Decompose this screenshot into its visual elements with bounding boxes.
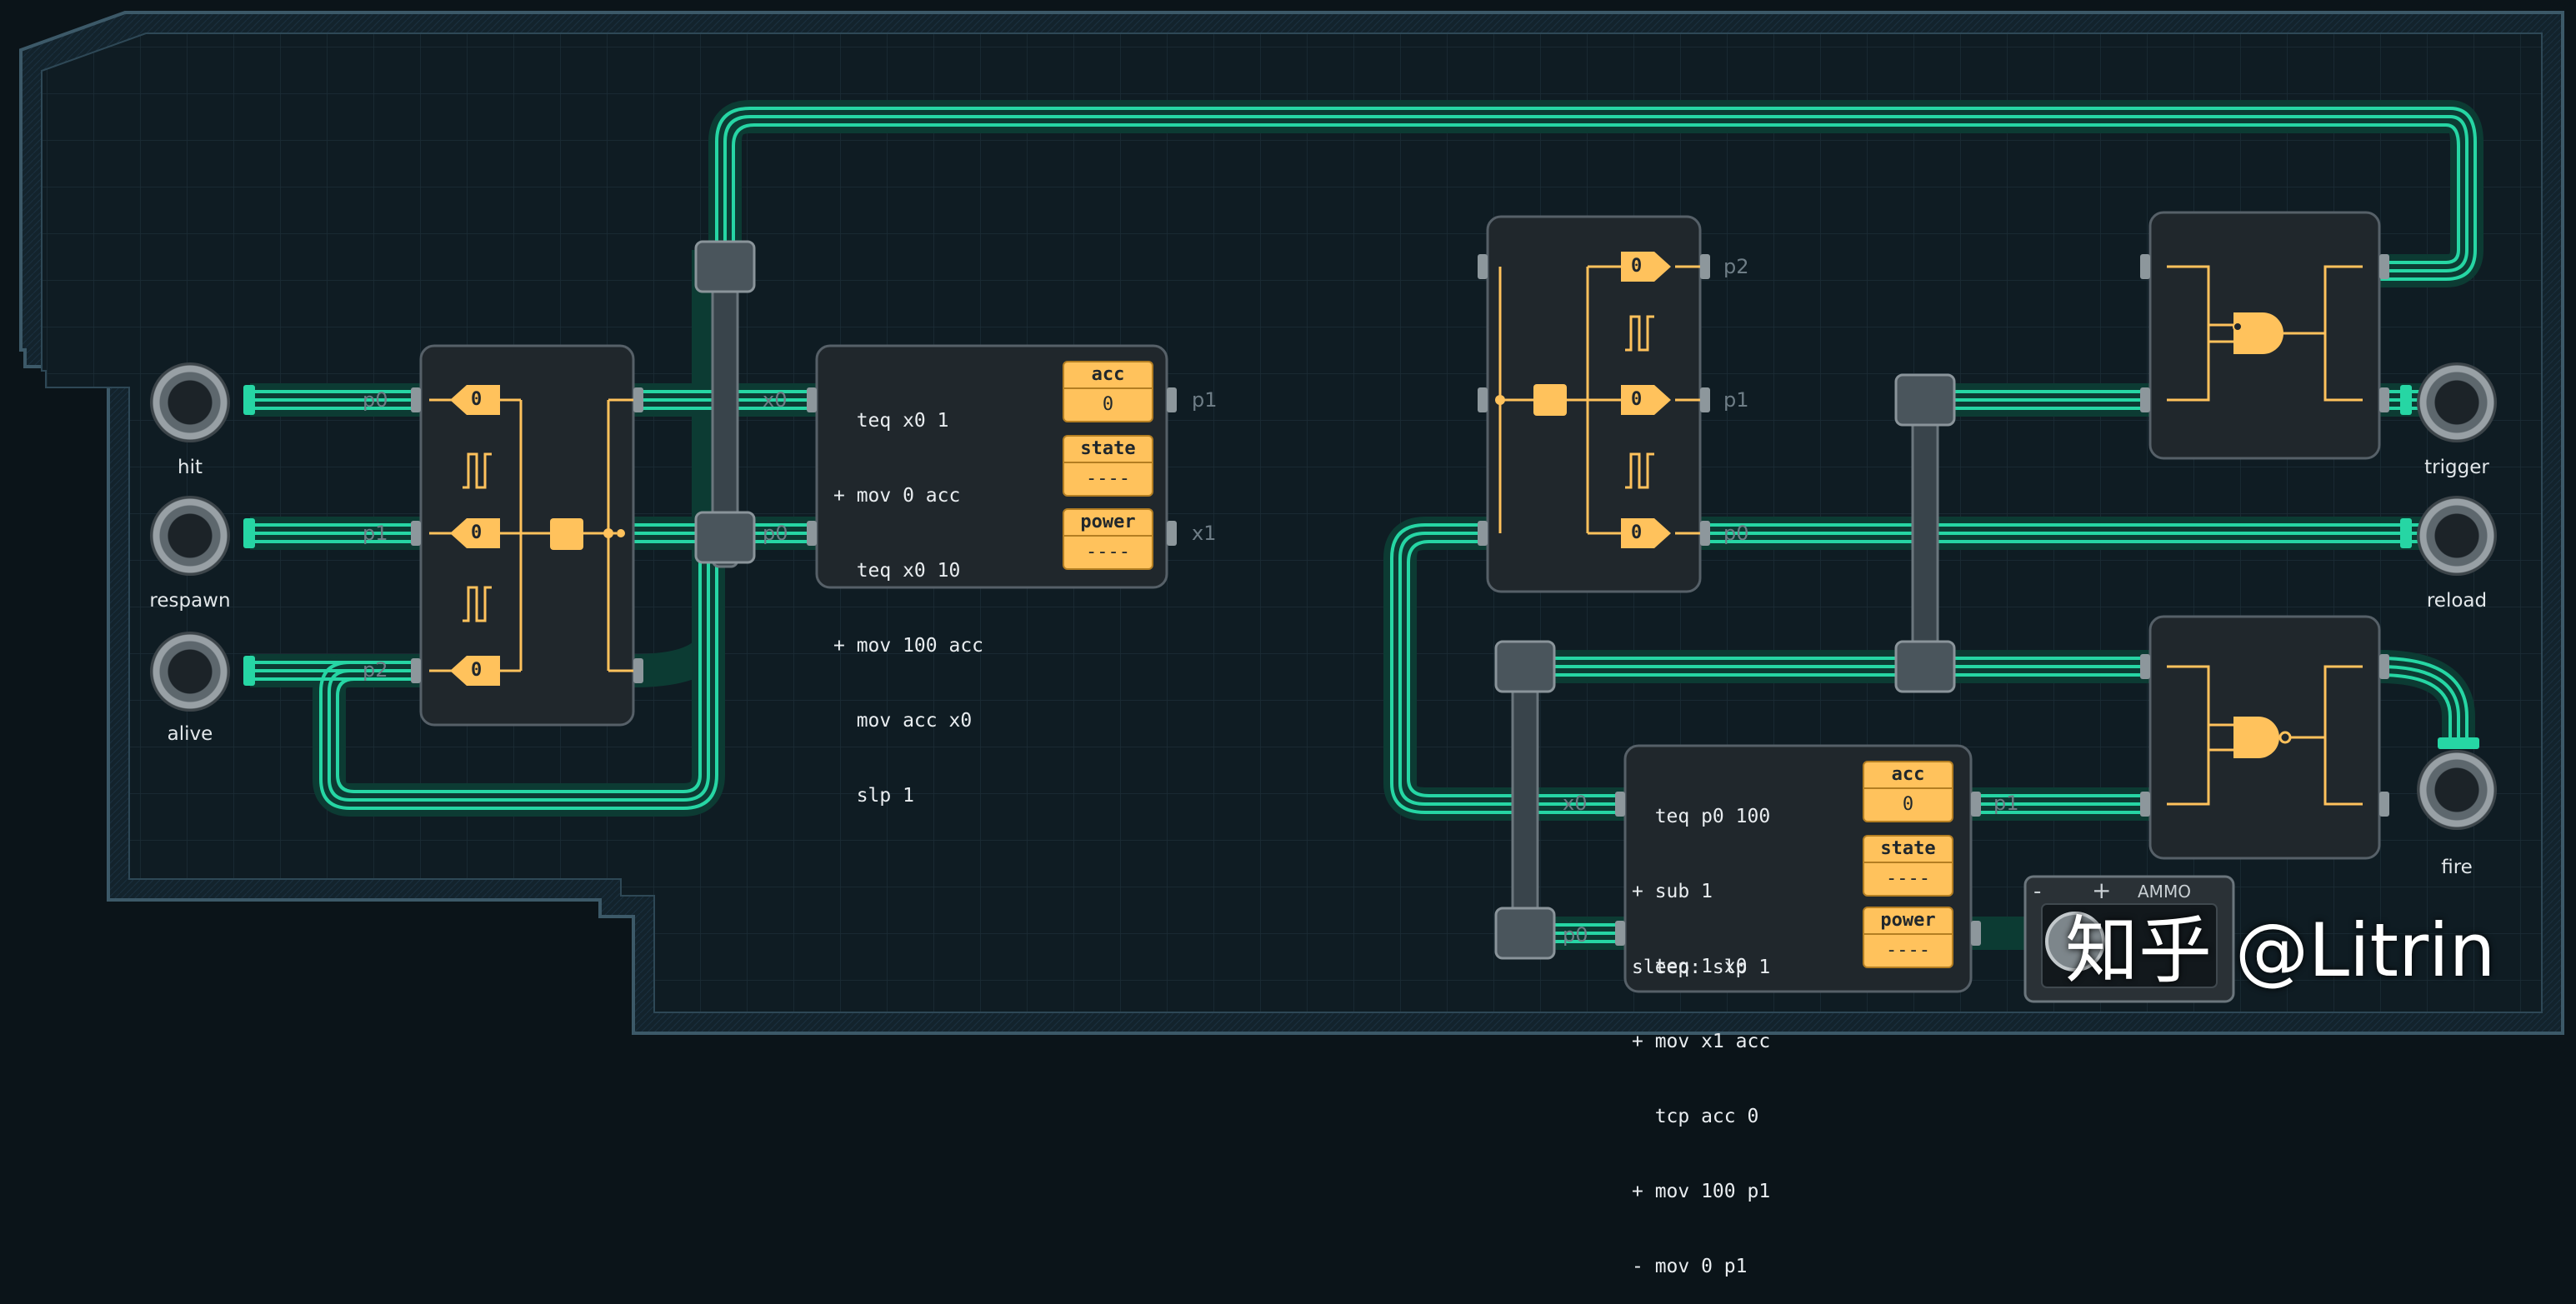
hit-port[interactable]: [150, 362, 230, 442]
mc1-code-line: slp 1: [833, 785, 914, 807]
mc2-code-line: teq p0 100: [1632, 806, 1771, 827]
controller1-pin-p0: p0: [363, 388, 388, 412]
controller2-const-2: 0: [1631, 522, 1643, 543]
ammo-label: AMMO: [2138, 882, 2191, 902]
pulse-icon: [1625, 315, 1654, 352]
mc1-register-state: state ----: [1063, 435, 1153, 497]
fire-port[interactable]: [2417, 750, 2497, 830]
constant-icon: [1621, 518, 1671, 548]
controller-1-chip: [419, 344, 635, 727]
hit-port-label: hit: [178, 457, 203, 478]
reload-port[interactable]: [2417, 496, 2497, 576]
ammo-minus-button[interactable]: -: [2033, 879, 2042, 904]
mc2-register-power: power ----: [1863, 907, 1953, 968]
mc2-code-line: + mov x1 acc: [1632, 1031, 1771, 1052]
nand-gate-chip: [2148, 615, 2381, 860]
controller1-const-0: 0: [471, 389, 483, 410]
register-name: state: [1864, 837, 1952, 863]
mc1-pin-p0: p0: [763, 522, 788, 545]
controller1-const-1: 0: [471, 522, 483, 543]
register-value: ----: [1886, 868, 1930, 889]
pin-stubs: [411, 254, 2389, 946]
mc2-pin-p1: p1: [1993, 792, 2019, 815]
mc2-code-line: + mov 100 p1: [1632, 1181, 1771, 1202]
wires: [250, 100, 2483, 950]
respawn-port[interactable]: [150, 496, 230, 576]
controller-2-chip: [1486, 215, 1702, 593]
reload-port-label: reload: [2426, 590, 2488, 612]
ammo-plus-button[interactable]: +: [2092, 877, 2112, 904]
register-name: power: [1864, 908, 1952, 935]
nand-gate-icon: [2233, 717, 2279, 758]
register-value: 0: [1902, 794, 1914, 815]
port-connectors: [243, 385, 2479, 749]
constant-icon: [450, 656, 500, 686]
mc1-pin-p1: p1: [1192, 388, 1218, 412]
controller1-pin-p2: p2: [363, 658, 388, 682]
register-name: state: [1064, 437, 1152, 463]
mc1-code-line: mov acc x0: [833, 710, 973, 732]
alive-port[interactable]: [150, 632, 230, 712]
and-gate-icon: [2233, 312, 2283, 354]
register-name: acc: [1864, 762, 1952, 789]
mc1-code-line: teq x0 1: [833, 410, 949, 432]
watermark: 知乎 @Litrin: [2065, 907, 2496, 993]
controller2-pin-p0: p0: [1723, 522, 1749, 545]
mc1-code-line: teq x0 10: [833, 560, 961, 582]
controller2-pin-p2: p2: [1723, 255, 1749, 278]
pulse-icon: [463, 586, 492, 622]
fire-port-label: fire: [2441, 857, 2473, 878]
pulse-icon: [463, 452, 492, 489]
mc2-code-line: teq 1 x0: [1632, 956, 1748, 977]
constant-icon: [450, 518, 500, 548]
mc1-pin-x1: x1: [1192, 522, 1217, 545]
trigger-port[interactable]: [2417, 362, 2497, 442]
pulse-icon: [1625, 452, 1654, 489]
controller2-const-0: 0: [1631, 256, 1643, 277]
mc2-register-state: state ----: [1863, 835, 1953, 897]
mc1-code-line: + mov 100 acc: [833, 635, 984, 657]
mc2-code-line: tcp acc 0: [1632, 1106, 1759, 1127]
register-value: ----: [1086, 542, 1130, 562]
controller1-const-2: 0: [471, 660, 483, 681]
mc2-register-acc: acc 0: [1863, 761, 1953, 822]
mc2-code-line: + sub 1: [1632, 881, 1713, 902]
ammo-knob-icon: [2045, 912, 2105, 972]
constant-icon: [1621, 252, 1671, 282]
constant-icon: [450, 385, 500, 415]
register-name: acc: [1064, 362, 1152, 389]
constant-icon: [1621, 385, 1671, 415]
mc1-register-acc: acc 0: [1063, 361, 1153, 422]
register-name: power: [1064, 510, 1152, 537]
mc1-register-power: power ----: [1063, 508, 1153, 570]
mc1-code[interactable]: teq x0 1 + mov 0 acc teq x0 10 + mov 100…: [833, 358, 983, 833]
and-gate-chip: [2148, 211, 2381, 460]
respawn-port-label: respawn: [149, 590, 231, 612]
trigger-port-label: trigger: [2424, 457, 2489, 478]
mc2-pin-p0: p0: [1563, 923, 1588, 947]
mc2-code[interactable]: teq p0 100 + sub 1 teq 1 x0 + mov x1 acc…: [1632, 754, 1770, 1304]
register-value: ----: [1886, 940, 1930, 961]
mc2-sleep-line: sleep: slp 1: [1632, 957, 1771, 978]
controller2-pin-p1: p1: [1723, 388, 1749, 412]
alive-port-label: alive: [167, 723, 213, 745]
register-value: ----: [1086, 468, 1130, 489]
mc1-pin-x0: x0: [763, 388, 788, 412]
mc1-code-line: + mov 0 acc: [833, 485, 961, 507]
controller1-pin-p1: p1: [363, 522, 388, 545]
register-value: 0: [1102, 394, 1114, 415]
mc2-code-line: - mov 0 p1: [1632, 1256, 1748, 1277]
controller2-const-1: 0: [1631, 389, 1643, 410]
mc2-pin-x0: x0: [1563, 792, 1588, 815]
bus-bridges: [694, 240, 1956, 960]
